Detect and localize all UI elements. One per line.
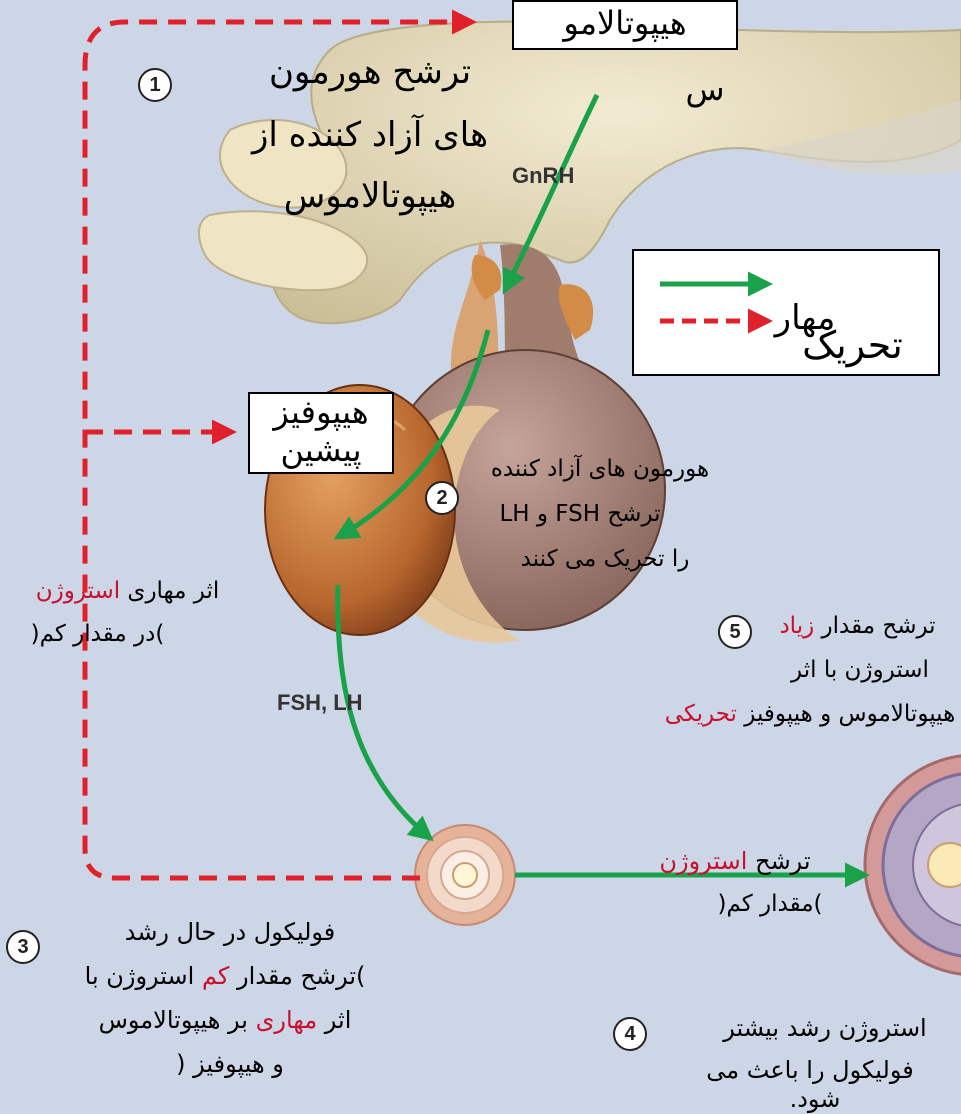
step-3-marker: 3	[6, 930, 40, 964]
step-3-line-4: و هیپوفیز (	[140, 1050, 320, 1079]
step-5-line-1: ترشح مقدار زیاد	[750, 612, 961, 640]
step-2-line-2: ترشح FSH و LH	[480, 500, 680, 528]
fsh-lh-label: FSH, LH	[277, 690, 363, 716]
step-1-line-3: هیپوتالاموس	[215, 176, 525, 217]
step-1-line-2: های آزاد کننده از	[205, 115, 535, 156]
growing-follicle	[415, 825, 515, 925]
hypothalamus-label-overflow: س	[675, 70, 735, 109]
mature-follicle	[865, 755, 961, 975]
anterior-pituitary-line-2: پیشین	[248, 430, 394, 470]
step-4-line-2: فولیکول را باعث می	[660, 1056, 960, 1085]
legend-stimulation-label: تحریک	[770, 322, 935, 368]
step-5-marker: 5	[718, 615, 752, 649]
step-3-line-1: فولیکول در حال رشد	[80, 918, 380, 947]
step-5-line-2: استروژن با اثر	[765, 656, 955, 684]
step-2-line-1: هورمون های آزاد کننده	[445, 455, 755, 483]
step-3-line-2: )ترشح مقدار کم استروژن با	[40, 962, 410, 991]
step-3-line-3: اثر مهاری بر هیپوتالاموس	[40, 1006, 410, 1035]
anterior-pituitary-line-1: هیپوفیز	[248, 392, 394, 432]
hypothalamus-label: هیپوتالامو	[512, 4, 738, 43]
low-estrogen-effect-line-2: )در مقدار کم(	[0, 620, 195, 648]
step-1-line-1: ترشح هورمون	[215, 52, 525, 93]
step-1-marker: 1	[138, 68, 172, 102]
step-2-marker: 2	[425, 481, 459, 515]
low-estrogen-effect-line-1: اثر مهاری استروژن	[0, 577, 265, 605]
estrogen-secretion-line-1: ترشح استروژن	[625, 847, 845, 876]
step-5-line-3: هیپوتالاموس و هیپوفیز تحریکی	[660, 700, 960, 728]
step-4-marker: 4	[613, 1017, 647, 1051]
estrogen-secretion-line-2: )مقدار کم(	[705, 890, 835, 918]
step-2-line-3: را تحریک می کنند	[455, 545, 755, 573]
step-4-line-1: استروژن رشد بیشتر	[690, 1014, 960, 1043]
